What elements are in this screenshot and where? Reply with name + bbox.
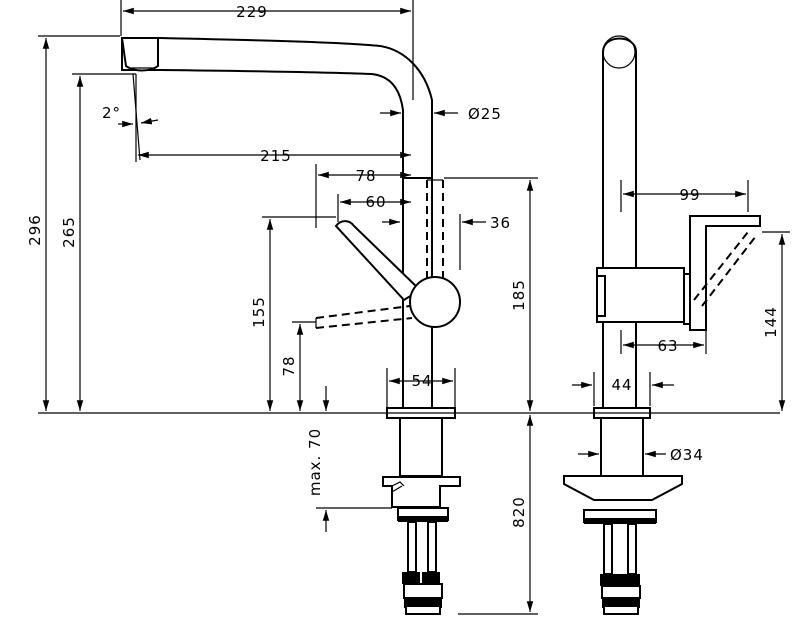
spout-cap <box>120 37 159 72</box>
dim-296: 296 <box>26 214 44 246</box>
dim-78-horizontal: 78 <box>355 167 376 185</box>
dim-54: 54 <box>411 372 432 390</box>
side-column <box>602 37 637 409</box>
dim-265: 265 <box>60 216 78 248</box>
side-handle-block <box>596 267 685 323</box>
dim-229: 229 <box>236 3 268 21</box>
dim-215: 215 <box>260 147 292 165</box>
front-view <box>120 37 461 615</box>
dim-820: 820 <box>510 496 528 528</box>
dim-60: 60 <box>365 193 386 211</box>
dim-144: 144 <box>762 306 780 338</box>
shank <box>399 417 443 477</box>
dim-36: 36 <box>490 214 511 232</box>
dim-63: 63 <box>657 337 678 355</box>
lever-handle <box>334 220 422 302</box>
connection-hoses <box>397 507 449 615</box>
handle-knob <box>409 276 461 328</box>
dim-185: 185 <box>510 279 528 311</box>
dim-99: 99 <box>679 186 700 204</box>
dim-diameter-25: Ø25 <box>468 105 502 123</box>
dim-angle: 2° <box>102 104 121 122</box>
side-view <box>563 35 761 615</box>
dim-44: 44 <box>611 376 632 394</box>
dim-78-vertical: 78 <box>280 355 298 376</box>
dim-diameter-34: Ø34 <box>670 446 704 464</box>
dim-max-70: max. 70 <box>306 428 324 496</box>
side-connection-hoses <box>583 509 657 615</box>
dim-155: 155 <box>250 296 268 328</box>
